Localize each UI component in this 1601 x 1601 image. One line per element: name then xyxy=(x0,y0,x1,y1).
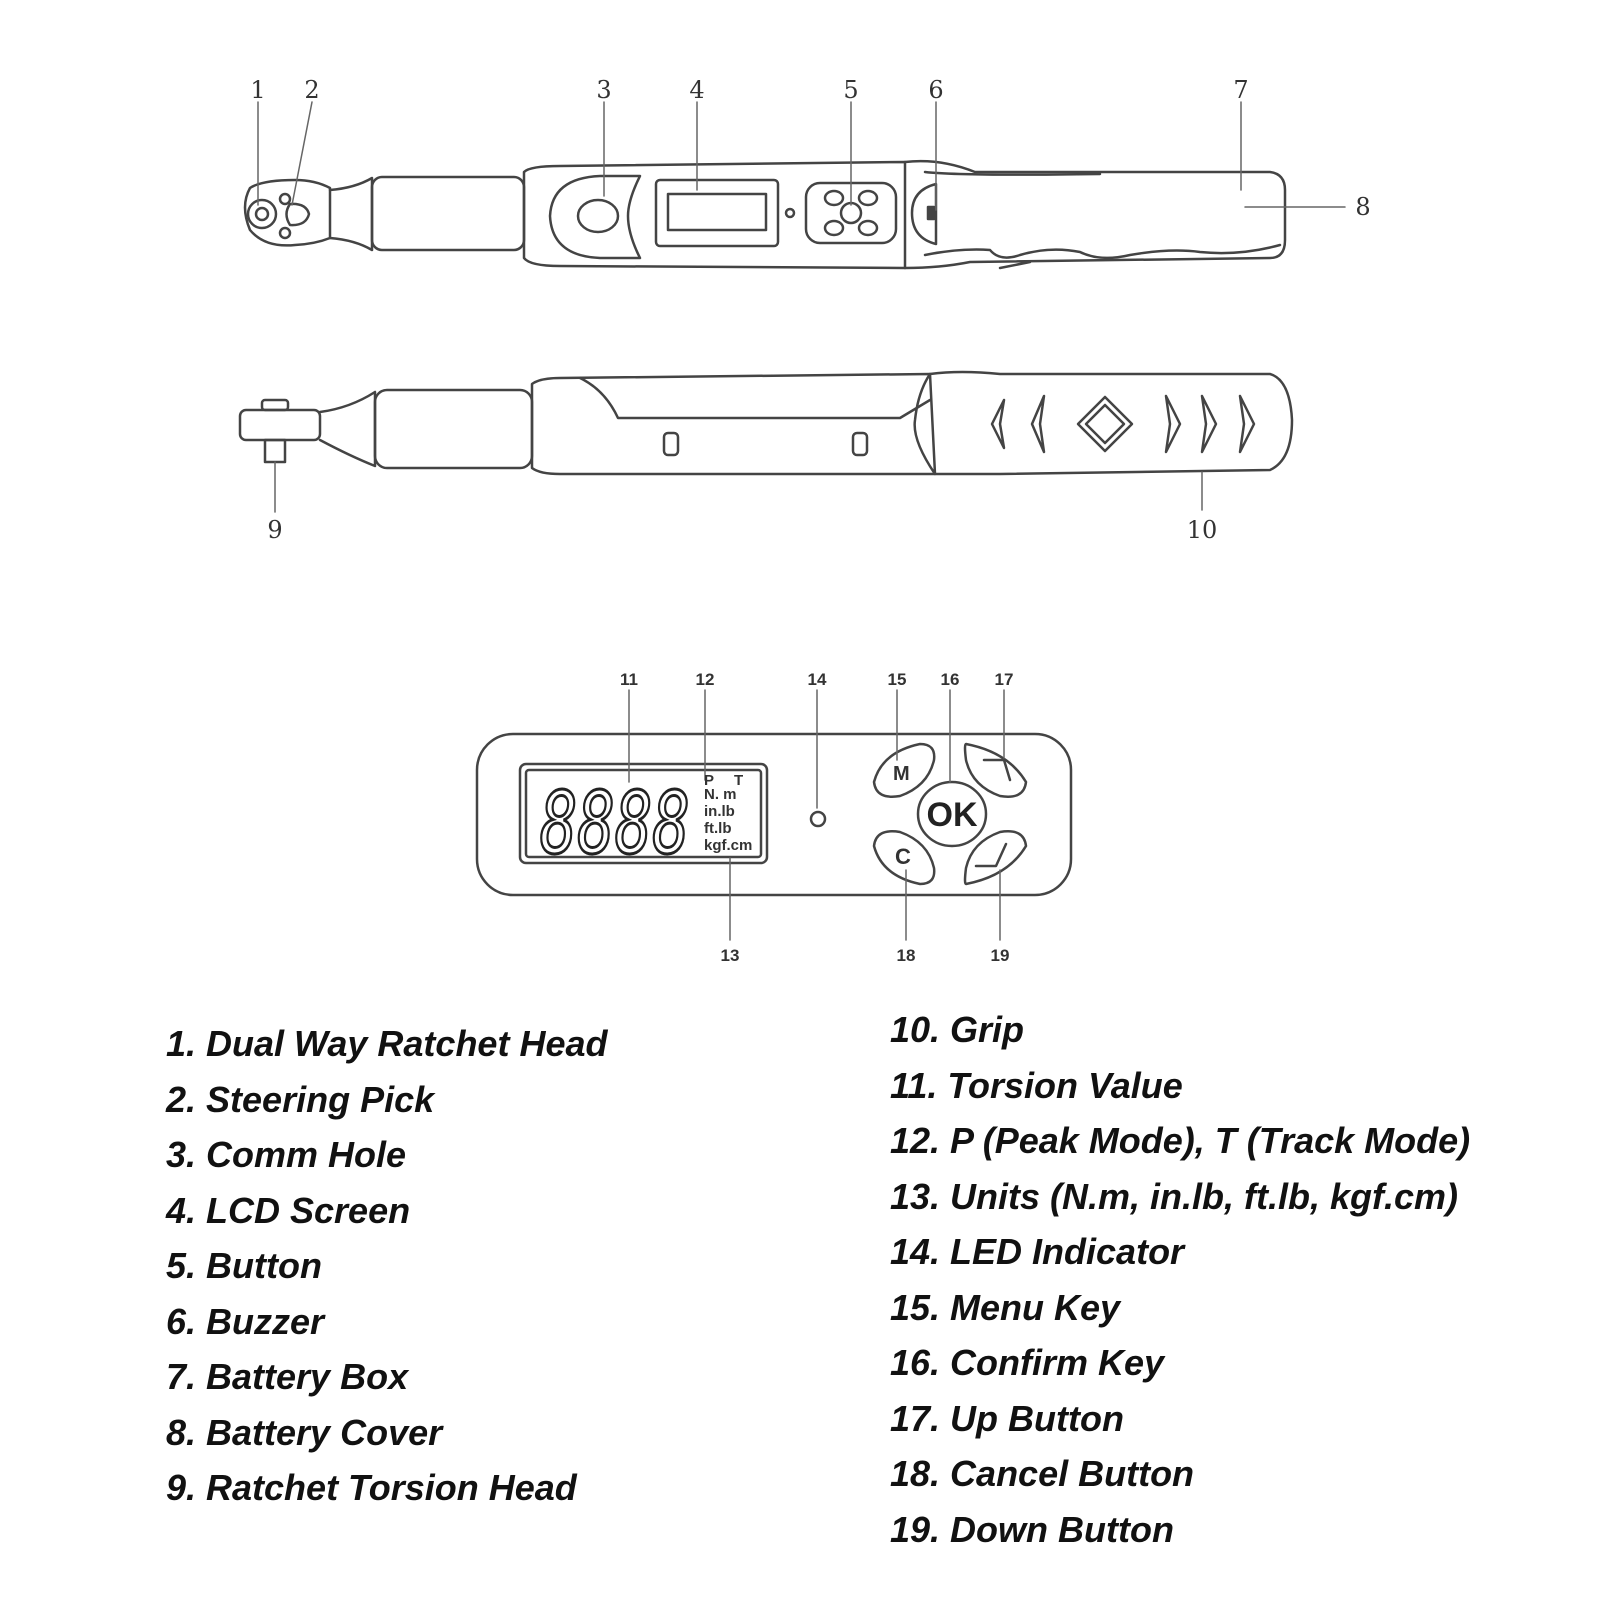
callout-3: 3 xyxy=(596,76,611,104)
callout-17: 17 xyxy=(995,670,1014,689)
lcd-frame xyxy=(518,762,769,865)
callout-5: 5 xyxy=(843,76,858,104)
callout-18: 18 xyxy=(897,946,916,965)
body-side xyxy=(530,372,937,476)
buzzer xyxy=(910,182,938,246)
control-panel xyxy=(475,732,1073,897)
legend-item: 2. Steering Pick xyxy=(166,1078,435,1120)
callout-9: 9 xyxy=(267,516,282,544)
shaft-top xyxy=(370,175,526,252)
menu-key xyxy=(872,742,936,798)
lcd-mode-p: P xyxy=(704,772,714,789)
legend-item: 18. Cancel Button xyxy=(890,1453,1195,1494)
legend-left: 1. Dual Way Ratchet Head 2. Steering Pic… xyxy=(166,1016,607,1516)
cancel-key xyxy=(872,830,936,886)
legend-item: 7. Battery Box xyxy=(166,1356,409,1397)
lcd-unit-nm: N. m xyxy=(704,786,737,803)
ratchet-torsion-square xyxy=(263,438,287,464)
callout-6: 6 xyxy=(928,76,943,104)
callout-14: 14 xyxy=(808,670,827,689)
legend-item: 6. Buzzer xyxy=(166,1300,325,1342)
up-key xyxy=(963,742,1028,798)
legend-item: 14. LED Indicator xyxy=(890,1231,1185,1272)
legend-right: 10. Grip 11. Torsion Value 12. P (Peak M… xyxy=(890,1002,1470,1557)
callout-7: 7 xyxy=(1233,76,1248,104)
ratchet-head-side xyxy=(238,408,322,442)
grip-diamond xyxy=(1076,395,1134,453)
cancel-key-label: C xyxy=(895,844,911,869)
lcd-mode-t: T xyxy=(734,772,743,789)
legend-item: 3. Comm Hole xyxy=(166,1134,407,1175)
legend-item: 19. Down Button xyxy=(890,1508,1174,1550)
lcd-digits: 8888 xyxy=(540,774,690,874)
legend-item: 4. LCD Screen xyxy=(166,1189,411,1231)
lcd-unit-kgfcm: kgf.cm xyxy=(704,837,752,854)
shaft-side xyxy=(373,388,534,470)
legend-item: 16. Confirm Key xyxy=(890,1342,1165,1383)
callout-15: 15 xyxy=(888,670,907,689)
legend-item: 9. Ratchet Torsion Head xyxy=(166,1467,577,1508)
panel-outline xyxy=(475,732,1073,897)
callout-10: 10 xyxy=(1187,516,1218,544)
grip xyxy=(913,370,1294,476)
steering-pick xyxy=(285,202,311,227)
ok-key-label: OK xyxy=(927,796,978,834)
wrench-side-view xyxy=(238,370,1294,476)
legend-item: 15. Menu Key xyxy=(890,1286,1121,1328)
callout-4: 4 xyxy=(689,76,704,104)
callout-13: 13 xyxy=(721,946,740,965)
callout-11: 11 xyxy=(620,670,638,689)
legend-item: 17. Up Button xyxy=(890,1397,1124,1439)
legend-item: 10. Grip xyxy=(890,1009,1025,1050)
wrench-top-view xyxy=(243,159,1287,270)
ok-key xyxy=(916,780,988,848)
lcd-screen-top xyxy=(654,178,780,248)
legend-item: 13. Units (N.m, in.lb, ft.lb, kgf.cm) xyxy=(890,1175,1459,1217)
legend-item: 11. Torsion Value xyxy=(890,1064,1183,1106)
legend-item: 12. P (Peak Mode), T (Track Mode) xyxy=(890,1120,1471,1161)
callout-19: 19 xyxy=(991,946,1010,965)
lcd-unit-ftlb: ft.lb xyxy=(704,820,732,837)
callout-8: 8 xyxy=(1355,193,1370,221)
ratchet-head-top xyxy=(243,178,332,247)
menu-key-label: M xyxy=(893,763,910,785)
down-key xyxy=(963,830,1028,886)
legend-item: 5. Button xyxy=(166,1245,322,1286)
legend-item: 1. Dual Way Ratchet Head xyxy=(166,1023,608,1064)
led-indicator xyxy=(809,810,827,828)
callout-2: 2 xyxy=(304,76,319,104)
callout-1: 1 xyxy=(250,76,265,104)
comm-hole xyxy=(548,174,642,260)
lcd-unit-inlb: in.lb xyxy=(704,803,735,820)
legend-item: 8. Battery Cover xyxy=(166,1411,443,1453)
ratchet-socket xyxy=(246,198,278,230)
handle-top xyxy=(903,159,1287,270)
callout-16: 16 xyxy=(941,670,960,689)
callout-12: 12 xyxy=(696,670,715,689)
leader-lines xyxy=(257,101,1346,941)
